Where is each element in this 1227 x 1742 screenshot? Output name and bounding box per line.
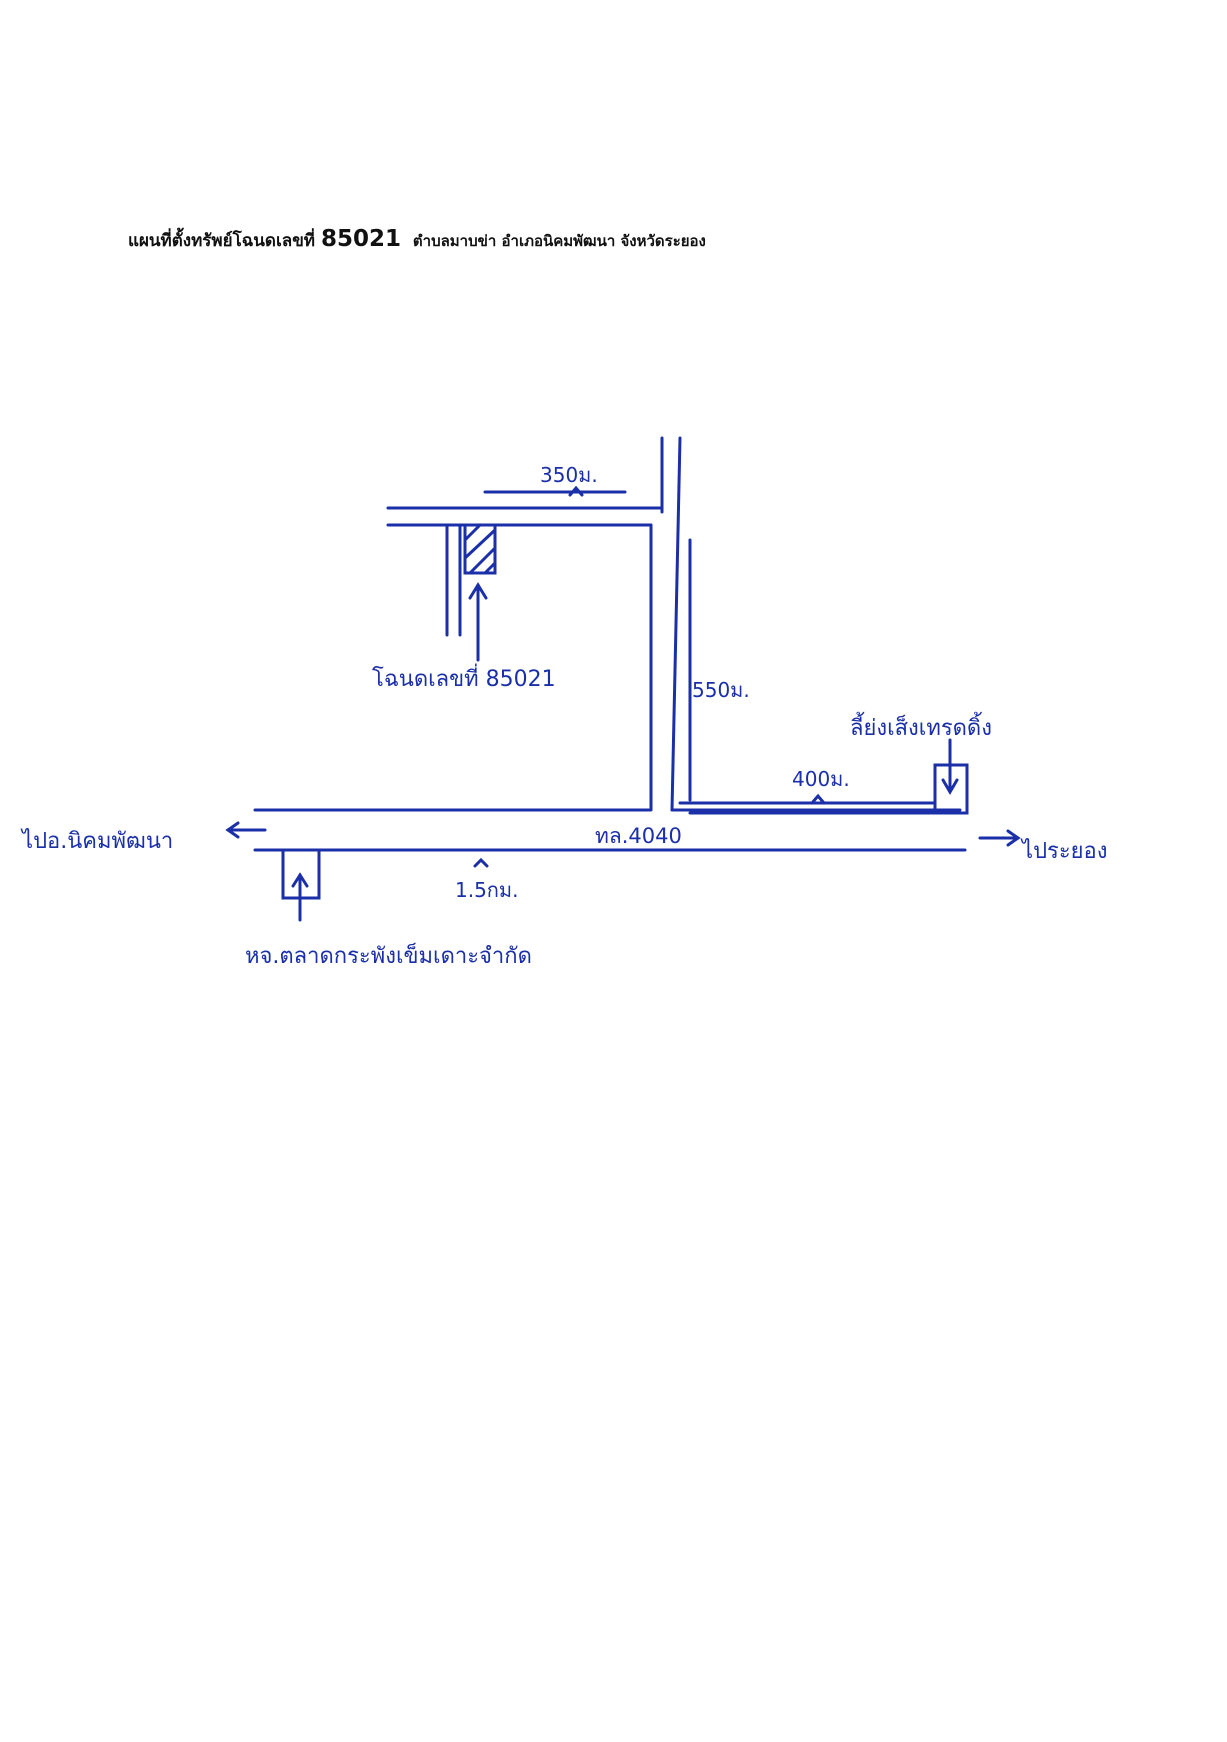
distance-tick-bottom <box>473 857 489 868</box>
label-direction-left: ไปอ.นิคมพัฒนา <box>20 828 173 854</box>
label-distance-vertical: 550ม. <box>692 678 750 702</box>
label-direction-right: ไประยอง <box>1020 838 1108 864</box>
label-deed: โฉนดเลขที่ 85021 <box>372 663 556 692</box>
label-distance-bottom: 1.5กม. <box>455 878 518 902</box>
label-highway: ทล.4040 <box>595 824 682 848</box>
landmark-right-arrowhead <box>941 778 959 795</box>
vertical-road-right-edge <box>670 436 682 812</box>
label-landmark-right: ลี้ย่งเส็งเทรดดิ้ง <box>850 712 992 741</box>
deed-parcel-hatch <box>468 546 497 575</box>
arrow-left-head <box>225 821 240 839</box>
map-title: แผนที่ตั้งทรัพย์โฉนดเลขที่ 85021 ตำบลมาบ… <box>128 226 706 254</box>
label-distance-side-road: 400ม. <box>792 767 850 791</box>
landmark-bottom-arrowhead <box>291 872 309 888</box>
title-prefix: แผนที่ตั้งทรัพย์โฉนดเลขที่ <box>128 231 316 251</box>
deed-parcel-hatch <box>463 523 482 542</box>
label-landmark-bottom: หจ.ตลาดกระพังเข็มเดาะจำกัด <box>245 941 532 969</box>
distance-tick-top <box>568 485 584 497</box>
arrow-right-head <box>1006 829 1021 847</box>
title-deed-number: 85021 <box>320 226 401 252</box>
title-location: ตำบลมาบข่า อำเภอนิคมพัฒนา จังหวัดระยอง <box>412 232 706 250</box>
deed-parcel-hatch <box>483 561 497 575</box>
label-distance-top: 350ม. <box>540 463 598 487</box>
distance-tick-side <box>810 793 826 805</box>
deed-parcel-hatch <box>463 528 497 560</box>
deed-pointer-arrowhead <box>468 582 488 600</box>
